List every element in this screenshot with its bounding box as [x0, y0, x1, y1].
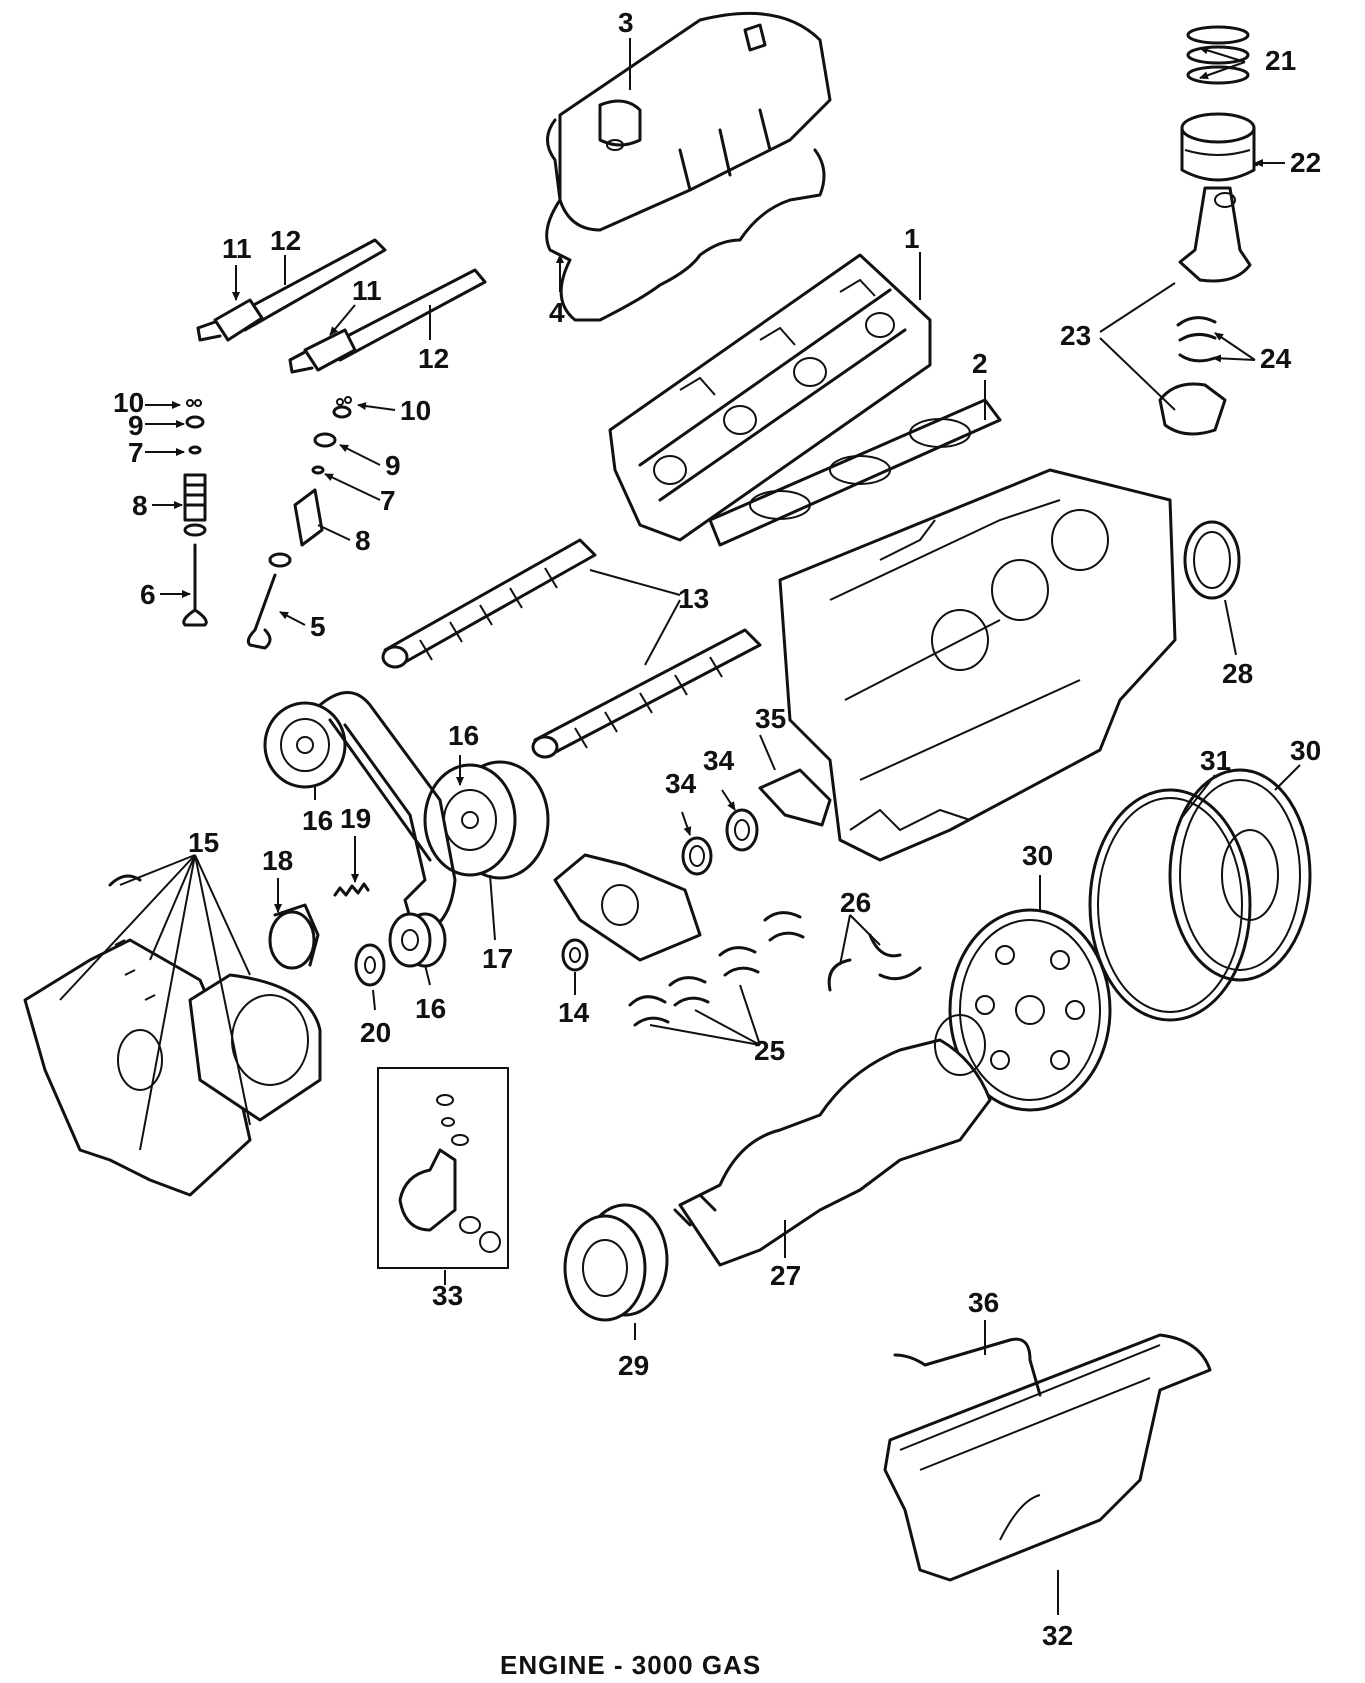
rocker-shaft-left — [196, 238, 387, 342]
camshafts — [381, 538, 762, 759]
head-gasket — [708, 398, 1002, 547]
harmonic-balancer — [563, 1203, 669, 1322]
callout-17: 17 — [482, 943, 513, 974]
seal-14 — [561, 938, 589, 972]
belt-tensioner — [268, 903, 320, 970]
diagram-caption: ENGINE - 3000 GAS — [500, 1650, 761, 1680]
callout-36: 36 — [968, 1287, 999, 1318]
callout-22: 22 — [1290, 147, 1321, 178]
piston — [1180, 112, 1256, 182]
callout-9b: 9 — [385, 450, 401, 481]
callout-5: 5 — [310, 611, 326, 642]
callout-8a: 8 — [132, 490, 148, 521]
callout-33: 33 — [432, 1280, 463, 1311]
crankshaft — [673, 1014, 992, 1267]
callout-11b: 11 — [352, 275, 382, 306]
timing-covers — [23, 874, 322, 1197]
callout-7a: 7 — [128, 437, 144, 468]
valve-cover — [558, 11, 832, 232]
callout-31: 31 — [1200, 745, 1231, 776]
callout-9a: 9 — [128, 410, 144, 441]
callout-13: 13 — [678, 583, 709, 614]
callout-12a: 12 — [270, 225, 301, 256]
callout-15: 15 — [188, 827, 219, 858]
callout-1: 1 — [904, 223, 920, 254]
thrust-bearings — [827, 933, 922, 992]
callout-34a: 34 — [665, 768, 697, 799]
callout-24: 24 — [1260, 343, 1292, 374]
callout-8b: 8 — [355, 525, 371, 556]
main-bearings — [628, 911, 805, 1027]
connecting-rod — [1158, 186, 1252, 436]
crank-sprocket — [388, 912, 447, 968]
callout-14: 14 — [558, 997, 590, 1028]
callout-27: 27 — [770, 1260, 801, 1291]
callout-6: 6 — [140, 579, 156, 610]
tensioner-spring — [333, 882, 370, 897]
callout-19: 19 — [340, 803, 371, 834]
callout-2: 2 — [972, 348, 988, 379]
callout-30b: 30 — [1290, 735, 1321, 766]
callout-3: 3 — [618, 7, 634, 38]
rod-bearings — [1176, 316, 1217, 363]
dipstick-tube — [893, 1337, 1042, 1397]
rocker-shaft-right — [288, 268, 487, 374]
valve-cover-gasket — [545, 118, 826, 322]
valve-train-right — [246, 396, 352, 650]
distributor-kit — [377, 1067, 509, 1269]
callout-25: 25 — [754, 1035, 785, 1066]
leader-lines — [59, 38, 1301, 1615]
callout-26: 26 — [840, 887, 871, 918]
callout-labels: 3 4 1 2 21 22 23 24 28 11 12 11 12 10 9 … — [113, 7, 1321, 1651]
callout-29: 29 — [618, 1350, 649, 1381]
cylinder-head — [608, 253, 932, 542]
callout-7b: 7 — [380, 485, 396, 516]
rear-main-seal — [1183, 520, 1241, 600]
callout-30a: 30 — [1022, 840, 1053, 871]
valve-train-left — [182, 399, 208, 627]
callout-10a: 10 — [113, 387, 144, 418]
callout-21: 21 — [1265, 45, 1296, 76]
engine-block — [778, 468, 1177, 862]
callout-18: 18 — [262, 845, 293, 876]
flywheel-ring — [1088, 788, 1252, 1022]
callout-16a: 16 — [448, 720, 479, 751]
callout-23: 23 — [1060, 320, 1091, 351]
callout-16c: 16 — [415, 993, 446, 1024]
washer — [354, 943, 386, 987]
cam-pulley-left — [263, 701, 347, 789]
callout-35: 35 — [755, 703, 786, 734]
cam-pulley-right — [423, 760, 550, 880]
callout-16b: 16 — [302, 805, 333, 836]
callout-12b: 12 — [418, 343, 449, 374]
seal-34-left — [681, 836, 713, 876]
seal-34-right — [725, 808, 759, 852]
callout-10b: 10 — [400, 395, 431, 426]
oil-pan — [883, 1333, 1212, 1582]
callout-4: 4 — [549, 297, 565, 328]
piston-rings — [1186, 25, 1250, 85]
callout-28: 28 — [1222, 658, 1253, 689]
gasket-35 — [758, 768, 832, 827]
flexplate — [948, 908, 1112, 1112]
callout-11a: 11 — [222, 233, 252, 264]
callout-20: 20 — [360, 1017, 391, 1048]
oil-pump — [553, 853, 702, 962]
callout-34b: 34 — [703, 745, 735, 776]
callout-32: 32 — [1042, 1620, 1073, 1651]
